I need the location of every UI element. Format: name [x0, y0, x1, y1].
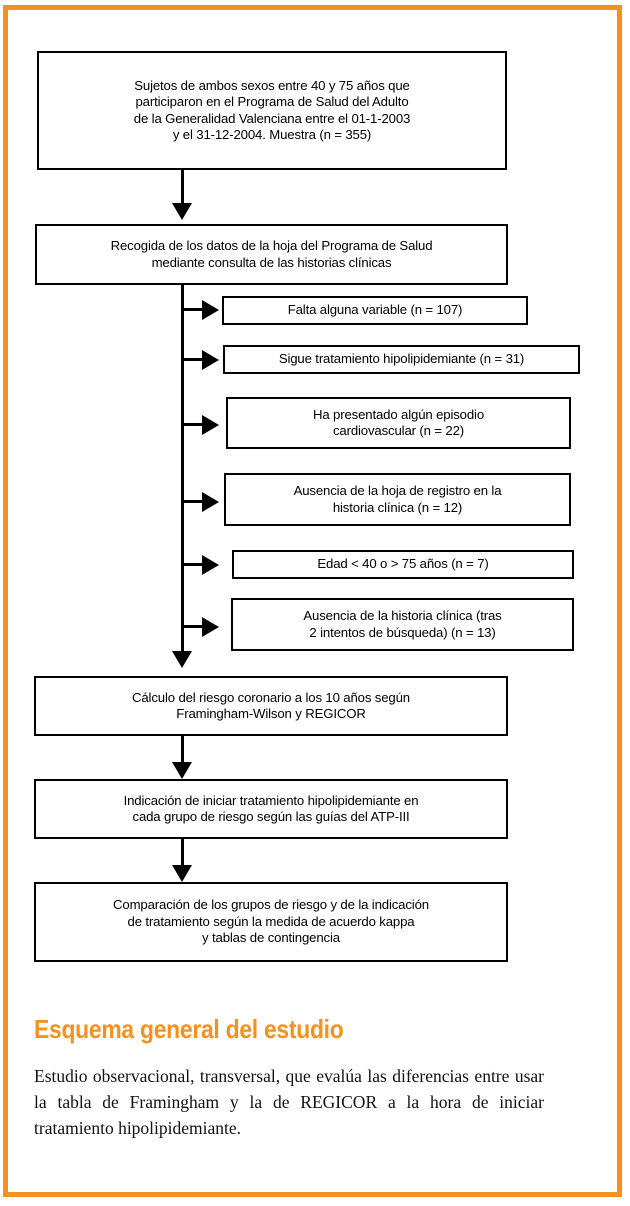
flow-box-on-lipid-treatment: Sigue tratamiento hipolipidemiante (n = … [223, 345, 580, 374]
arrowhead-down-risk-calculation [172, 651, 192, 668]
branch-stub-missing-variable [184, 308, 206, 311]
arrowhead-right-missing-variable [202, 300, 219, 320]
connector-risk-to-indication [181, 736, 184, 764]
arrowhead-down-collection [172, 203, 192, 220]
on-lipid-treatment-line-1: Sigue tratamiento hipolipidemiante (n = … [278, 351, 525, 367]
comparison-line-1: Comparación de los grupos de riesgo y de… [113, 897, 429, 913]
collection-line-2: mediante consulta de las historias clíni… [151, 254, 392, 270]
flow-box-risk-calculation-text: Cálculo del riesgo coronario a los 10 añ… [36, 690, 506, 723]
flow-box-no-clinical-record-text: Ausencia de la historia clínica (tras 2 … [233, 608, 572, 641]
arrowhead-down-comparison [172, 865, 192, 882]
no-registry-sheet-line-1: Ausencia de la hoja de registro en la [293, 483, 502, 498]
branch-stub-no-clinical-record [184, 625, 206, 628]
flow-box-comparison: Comparación de los grupos de riesgo y de… [34, 882, 508, 962]
risk-calculation-line-2: Framingham-Wilson y REGICOR [176, 706, 366, 721]
flow-box-no-clinical-record: Ausencia de la historia clínica (tras 2 … [231, 598, 574, 651]
risk-calculation-line-1: Cálculo del riesgo coronario a los 10 añ… [132, 689, 410, 705]
flow-box-treatment-indication-text: Indicación de iniciar tratamiento hipoli… [36, 793, 506, 826]
no-clinical-record-line-2: 2 intentos de búsqueda) (n = 13) [309, 624, 496, 640]
arrowhead-right-cardiovascular-event [202, 415, 219, 435]
sample-line-4: y el 31-12-2004. Muestra (n = 355) [172, 127, 372, 142]
flow-box-cardiovascular-event: Ha presentado algún episodio cardiovascu… [226, 397, 571, 449]
flow-box-data-collection: Recogida de los datos de la hoja del Pro… [35, 224, 508, 285]
sample-line-1: Sujetos de ambos sexos entre 40 y 75 año… [134, 77, 410, 93]
flow-box-no-registry-sheet: Ausencia de la hoja de registro en la hi… [224, 473, 571, 526]
arrowhead-right-no-registry-sheet [202, 492, 219, 512]
flow-box-missing-variable-text: Falta alguna variable (n = 107) [224, 302, 526, 319]
cardiovascular-event-line-1: Ha presentado algún episodio [312, 406, 485, 422]
branch-stub-no-registry-sheet [184, 500, 206, 503]
flow-box-age-out-of-range-text: Edad < 40 o > 75 años (n = 7) [234, 556, 572, 573]
caption-title: Esquema general del estudio [34, 1014, 344, 1044]
flow-box-treatment-indication: Indicación de iniciar tratamiento hipoli… [34, 779, 508, 839]
no-clinical-record-line-1: Ausencia de la historia clínica (tras [303, 608, 502, 623]
caption-body: Estudio observacional, transversal, que … [34, 1066, 544, 1138]
connector-exclusion-spine [181, 285, 184, 653]
branch-stub-cardiovascular-event [184, 423, 206, 426]
branch-stub-age-out-of-range [184, 563, 206, 566]
connector-indication-to-comparison [181, 839, 184, 867]
arrowhead-right-on-lipid-treatment [202, 350, 219, 370]
orange-border-frame [3, 5, 622, 1197]
cardiovascular-event-line-2: cardiovascular (n = 22) [332, 423, 465, 438]
comparison-line-3: y tablas de contingencia [202, 930, 340, 946]
flow-box-data-collection-text: Recogida de los datos de la hoja del Pro… [37, 238, 506, 271]
flow-box-risk-calculation: Cálculo del riesgo coronario a los 10 añ… [34, 676, 508, 736]
flow-box-missing-variable: Falta alguna variable (n = 107) [222, 296, 528, 325]
missing-variable-line-1: Falta alguna variable (n = 107) [287, 302, 463, 318]
flow-box-on-lipid-treatment-text: Sigue tratamiento hipolipidemiante (n = … [225, 351, 578, 368]
no-registry-sheet-line-2: historia clínica (n = 12) [332, 499, 463, 515]
collection-line-1: Recogida de los datos de la hoja del Pro… [110, 238, 433, 253]
connector-sample-to-collection [181, 170, 184, 205]
flow-box-comparison-text: Comparación de los grupos de riesgo y de… [36, 897, 506, 947]
branch-stub-on-lipid-treatment [184, 358, 206, 361]
sample-line-3: de la Generalidad Valenciana entre el 01… [133, 110, 411, 126]
arrowhead-down-indication [172, 762, 192, 779]
treatment-indication-line-1: Indicación de iniciar tratamiento hipoli… [123, 792, 419, 808]
sample-line-2: participaron en el Programa de Salud del… [135, 94, 409, 109]
comparison-line-2: de tratamiento según la medida de acuerd… [127, 913, 415, 929]
flow-box-sample: Sujetos de ambos sexos entre 40 y 75 año… [37, 51, 507, 170]
arrowhead-right-no-clinical-record [202, 617, 219, 637]
flow-box-cardiovascular-event-text: Ha presentado algún episodio cardiovascu… [228, 407, 569, 440]
treatment-indication-line-2: cada grupo de riesgo según las guías del… [132, 809, 410, 824]
arrowhead-right-age-out-of-range [202, 555, 219, 575]
flow-box-age-out-of-range: Edad < 40 o > 75 años (n = 7) [232, 550, 574, 579]
flow-box-sample-text: Sujetos de ambos sexos entre 40 y 75 año… [39, 78, 505, 144]
flow-box-no-registry-sheet-text: Ausencia de la hoja de registro en la hi… [226, 483, 569, 516]
age-out-of-range-line-1: Edad < 40 o > 75 años (n = 7) [317, 556, 489, 572]
